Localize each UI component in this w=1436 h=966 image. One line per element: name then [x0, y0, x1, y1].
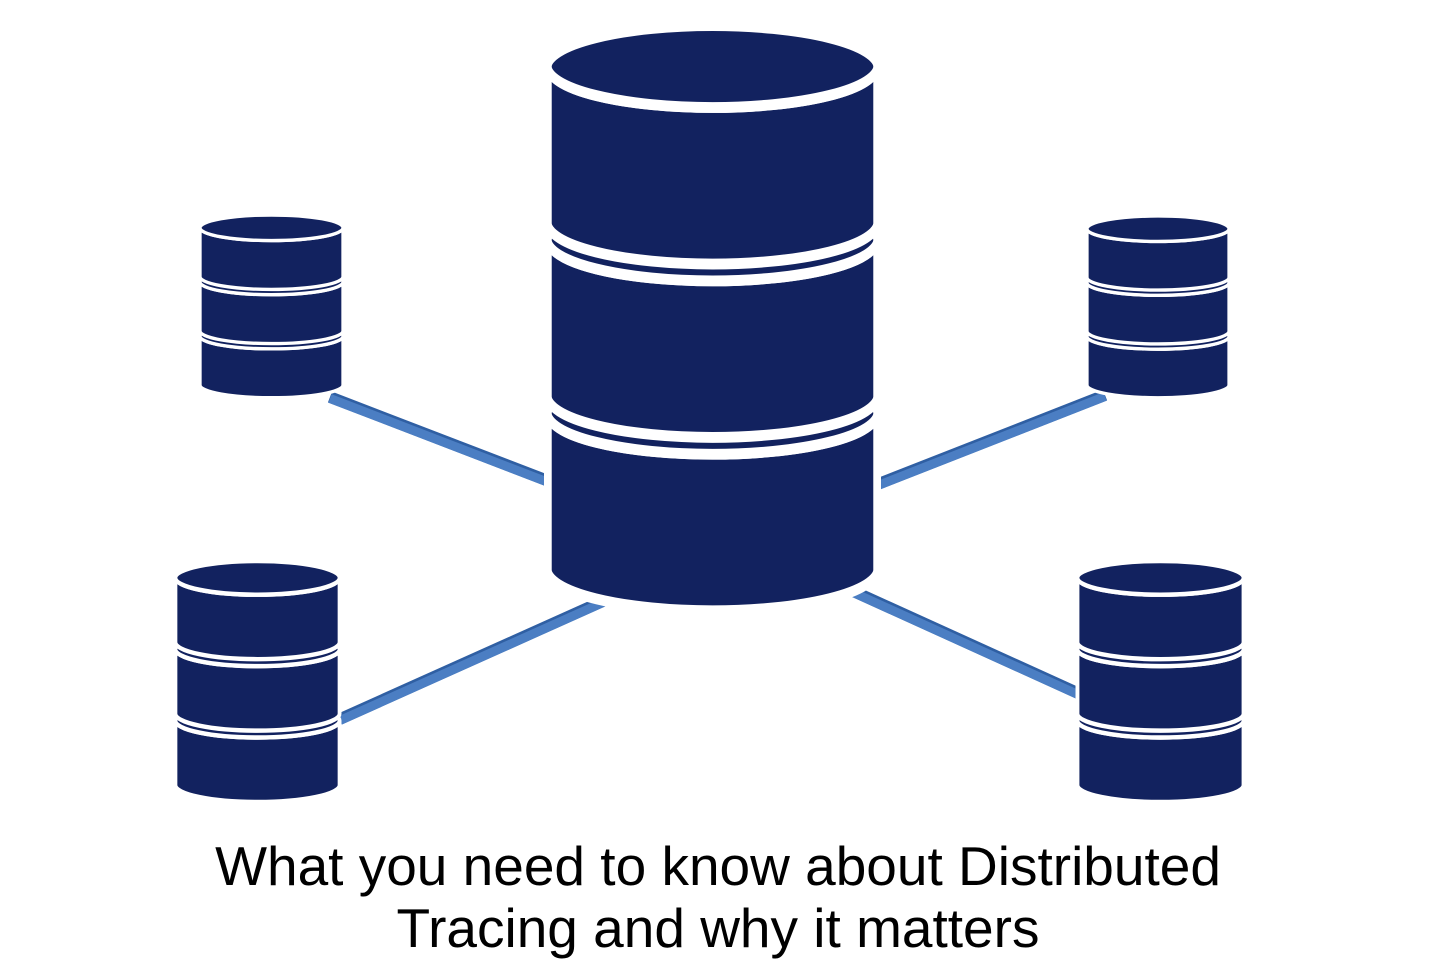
connection-line: [338, 594, 614, 725]
connection-top-left: [327, 391, 588, 501]
connection-line: [328, 394, 587, 501]
page-title: What you need to know about Distributed …: [0, 835, 1436, 959]
connection-line: [840, 583, 1082, 700]
connection-top-right: [847, 389, 1108, 501]
title-line-1: What you need to know about Distributed: [215, 835, 1221, 897]
central-database-icon: [548, 26, 877, 611]
connection-bottom-left: [337, 591, 615, 725]
connection-line: [848, 392, 1107, 501]
bottom-right-database-icon: [1077, 561, 1243, 802]
connection-bottom-right: [839, 580, 1083, 700]
top-left-database-icon: [198, 213, 345, 400]
bottom-left-database-icon: [175, 561, 339, 802]
top-right-database-icon: [1085, 214, 1231, 400]
connections: [327, 389, 1108, 725]
title-line-2: Tracing and why it matters: [396, 897, 1040, 959]
